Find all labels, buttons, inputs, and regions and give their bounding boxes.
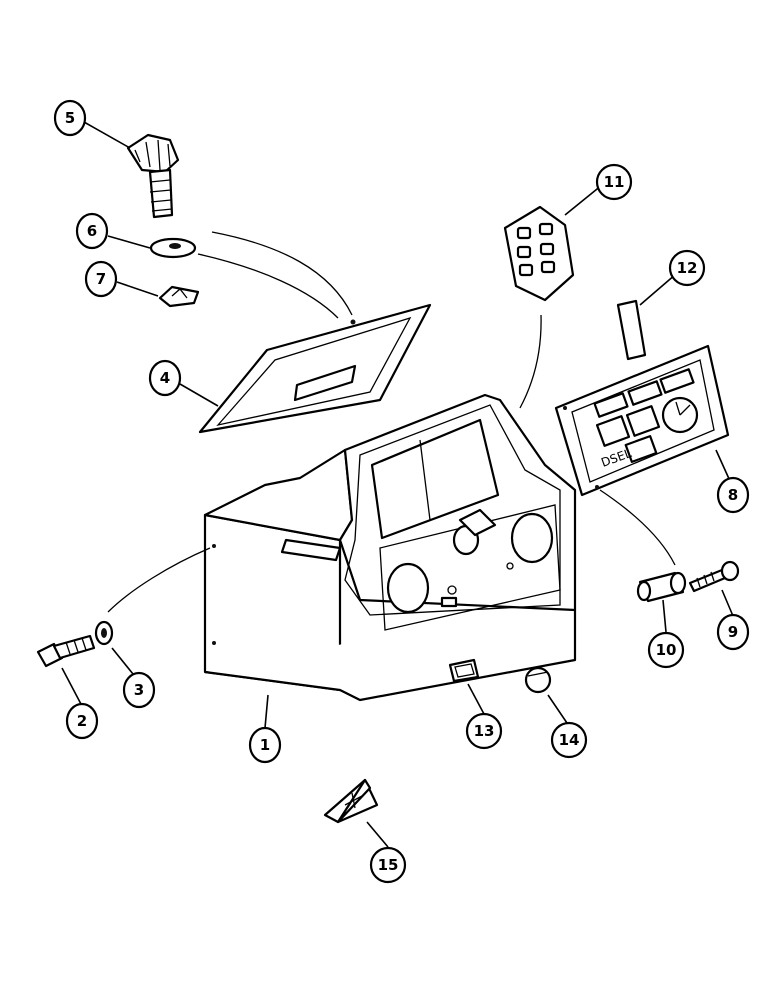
callout-15-label: 15 bbox=[378, 856, 399, 874]
callout-8-label: 8 bbox=[728, 486, 738, 504]
spacer-part-10 bbox=[636, 571, 687, 603]
badge-part-15 bbox=[323, 778, 379, 824]
callout-9-label: 9 bbox=[728, 623, 738, 641]
cover-part-4 bbox=[198, 303, 432, 434]
callout-2-label: 2 bbox=[77, 712, 87, 730]
callout-12: 12 bbox=[668, 249, 706, 287]
connection-lines bbox=[107, 231, 676, 613]
callout-7-label: 7 bbox=[96, 270, 106, 288]
screw-part-9 bbox=[688, 560, 740, 593]
callout-14: 14 bbox=[550, 721, 588, 759]
switch-plate-part-11 bbox=[503, 205, 575, 302]
washer-part-3 bbox=[94, 620, 114, 646]
callout-10-label: 10 bbox=[656, 641, 677, 659]
callout-9: 9 bbox=[716, 613, 750, 651]
callout-4-label: 4 bbox=[160, 369, 170, 387]
callout-4: 4 bbox=[148, 359, 182, 397]
callout-13: 13 bbox=[465, 712, 503, 750]
leader-lines bbox=[61, 121, 734, 848]
washer-part-6 bbox=[149, 237, 197, 259]
bolt-part-2 bbox=[36, 634, 96, 668]
callout-11: 11 bbox=[595, 163, 633, 201]
label-strip-part-12 bbox=[616, 299, 647, 361]
callout-1: 1 bbox=[248, 726, 282, 764]
callout-1-label: 1 bbox=[260, 736, 270, 754]
callout-11-label: 11 bbox=[604, 173, 625, 191]
plug-part-14 bbox=[524, 666, 552, 694]
clip-part-7 bbox=[158, 285, 200, 308]
callout-7: 7 bbox=[84, 260, 118, 298]
callouts: 1 2 3 4 5 6 7 8 bbox=[53, 99, 750, 884]
lens-part-13 bbox=[448, 658, 480, 683]
knob-part-5 bbox=[126, 133, 180, 219]
callout-2: 2 bbox=[65, 702, 99, 740]
callout-5-label: 5 bbox=[65, 109, 75, 127]
dashboard-housing-part-1 bbox=[203, 393, 577, 702]
callout-15: 15 bbox=[369, 846, 407, 884]
callout-14-label: 14 bbox=[559, 731, 580, 749]
callout-5: 5 bbox=[53, 99, 87, 137]
callout-12-label: 12 bbox=[677, 259, 698, 277]
callout-10: 10 bbox=[647, 631, 685, 669]
callout-6: 6 bbox=[75, 212, 109, 250]
instrument-panel-part-8: DSEL bbox=[554, 344, 730, 497]
callout-13-label: 13 bbox=[474, 722, 495, 740]
callout-8: 8 bbox=[716, 476, 750, 514]
callout-3: 3 bbox=[122, 671, 156, 709]
callout-3-label: 3 bbox=[134, 681, 144, 699]
callout-6-label: 6 bbox=[87, 222, 97, 240]
